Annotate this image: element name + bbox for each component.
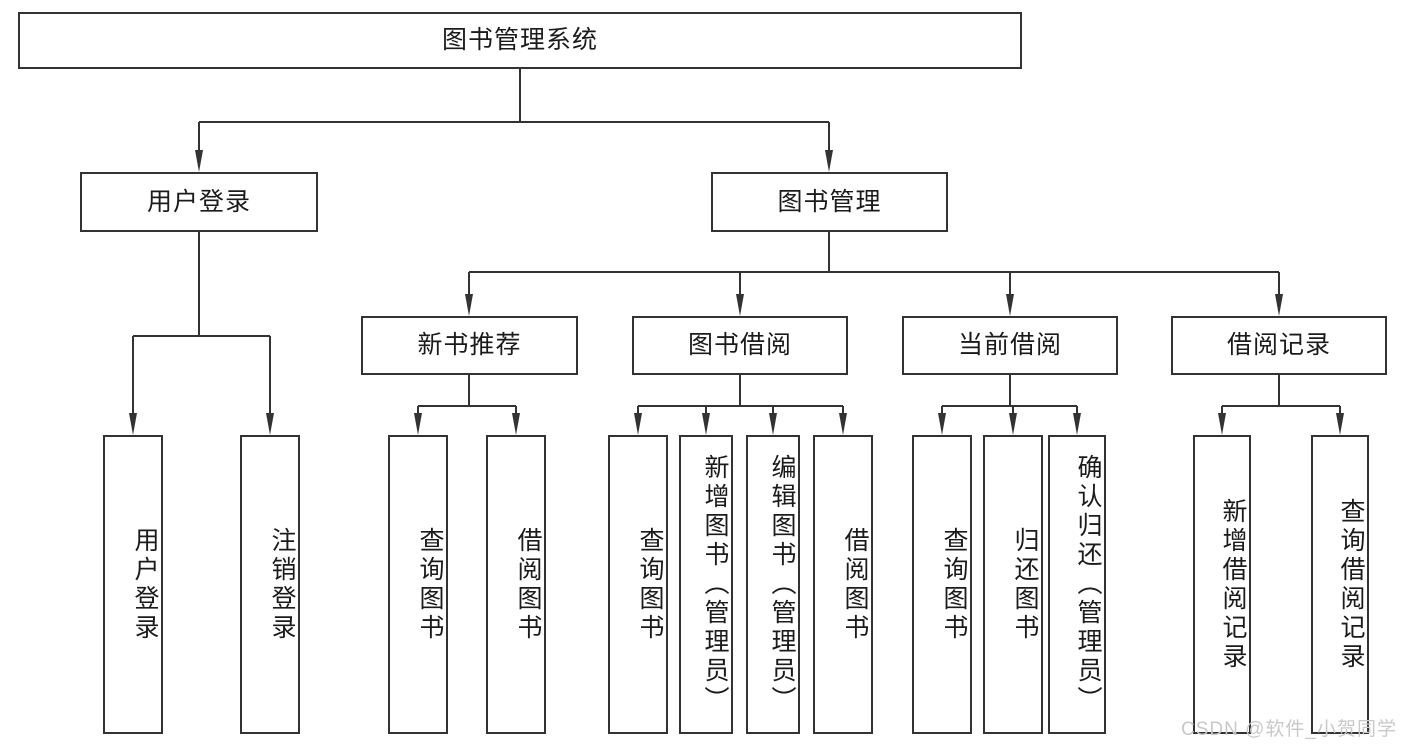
node-records[interactable]: 借阅记录	[1171, 316, 1387, 375]
node-label-leaf11: 确认归还（管理员）	[1074, 454, 1102, 715]
node-login[interactable]: 用户登录	[80, 172, 318, 232]
node-label-leaf10: 归还图书	[1011, 526, 1039, 643]
node-leaf4[interactable]: 借阅图书	[486, 435, 546, 734]
node-label-leaf12: 新增借阅记录	[1219, 497, 1247, 672]
node-label-leaf5: 查询图书	[636, 526, 664, 643]
node-leaf2[interactable]: 注销登录	[240, 435, 300, 734]
node-label-leaf9: 查询图书	[940, 526, 968, 643]
node-borrow[interactable]: 图书借阅	[632, 316, 848, 375]
node-leaf3[interactable]: 查询图书	[388, 435, 448, 734]
node-label-bookmgmt: 图书管理	[777, 187, 882, 216]
node-label-leaf13: 查询借阅记录	[1337, 497, 1365, 672]
node-current[interactable]: 当前借阅	[902, 316, 1118, 375]
node-label-leaf7: 编辑图书（管理员）	[768, 454, 796, 715]
node-label-leaf8: 借阅图书	[841, 526, 869, 643]
node-leaf8[interactable]: 借阅图书	[813, 435, 873, 734]
watermark-text: CSDN @软件_小贺同学	[1181, 719, 1397, 740]
node-label-root: 图书管理系统	[441, 26, 598, 55]
node-label-leaf4: 借阅图书	[514, 526, 542, 643]
node-label-leaf2: 注销登录	[268, 526, 296, 643]
node-leaf5[interactable]: 查询图书	[608, 435, 668, 734]
node-label-leaf1: 用户登录	[131, 526, 159, 643]
node-leaf12[interactable]: 新增借阅记录	[1193, 435, 1251, 734]
node-leaf10[interactable]: 归还图书	[983, 435, 1043, 734]
node-leaf6[interactable]: 新增图书（管理员）	[679, 435, 733, 734]
node-label-records: 借阅记录	[1226, 331, 1331, 360]
node-label-login: 用户登录	[146, 187, 251, 216]
node-newbook[interactable]: 新书推荐	[361, 316, 578, 375]
node-leaf9[interactable]: 查询图书	[912, 435, 972, 734]
node-label-newbook: 新书推荐	[417, 331, 522, 360]
node-label-current: 当前借阅	[957, 331, 1062, 360]
node-label-leaf6: 新增图书（管理员）	[701, 454, 729, 715]
node-root[interactable]: 图书管理系统	[18, 12, 1022, 69]
node-bookmgmt[interactable]: 图书管理	[711, 172, 948, 232]
node-leaf1[interactable]: 用户登录	[103, 435, 163, 734]
node-leaf13[interactable]: 查询借阅记录	[1311, 435, 1369, 734]
node-leaf7[interactable]: 编辑图书（管理员）	[746, 435, 800, 734]
node-label-borrow: 图书借阅	[687, 331, 792, 360]
node-label-leaf3: 查询图书	[416, 526, 444, 643]
node-leaf11[interactable]: 确认归还（管理员）	[1048, 435, 1106, 734]
